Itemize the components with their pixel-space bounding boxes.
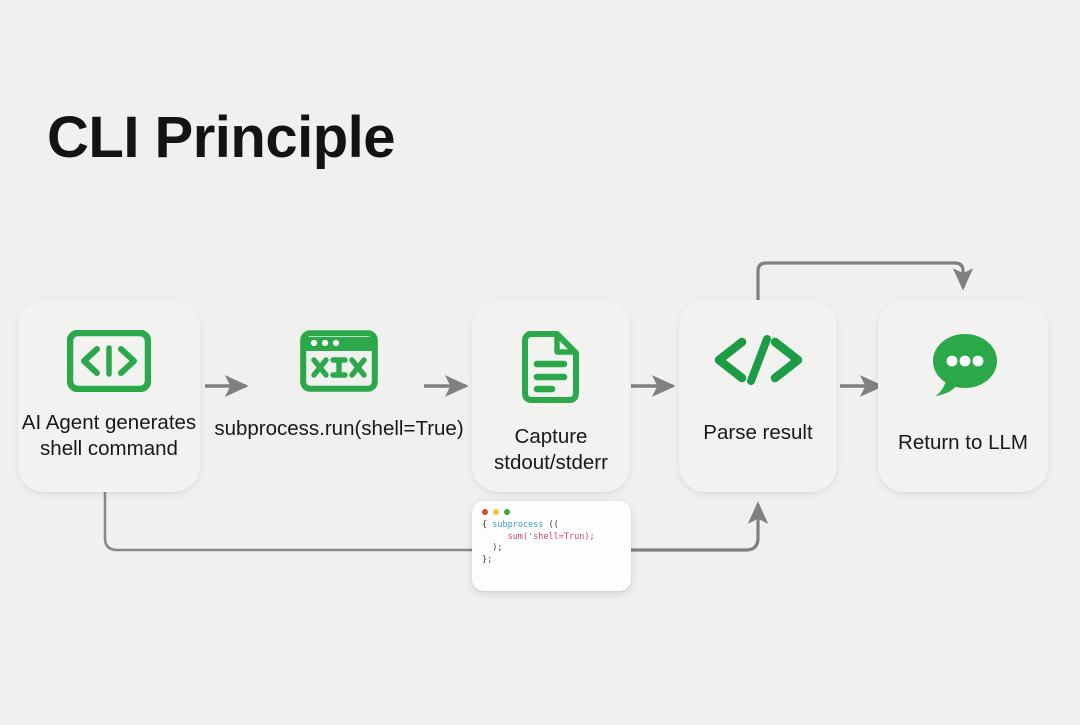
code-token: ('shell=Trun); [522, 531, 595, 542]
window-dot-green [504, 509, 510, 515]
code-brackets-icon [709, 330, 807, 390]
window-dot-yellow [493, 509, 499, 515]
code-line: sum('shell=Trun); [482, 532, 621, 544]
code-line: }; [482, 555, 621, 567]
code-line: { subprocess (( [482, 520, 621, 532]
code-token: sum [507, 531, 523, 542]
node-capture-output[interactable]: Capture stdout/stderr [472, 300, 630, 492]
code-token: { [482, 520, 493, 530]
code-snippet-card[interactable]: { subprocess (( sum('shell=Trun); );}; [472, 501, 631, 591]
code-block-icon [67, 330, 151, 392]
node-label-subprocess-run: subprocess.run(shell=True) [214, 417, 464, 440]
code-token: (( [543, 520, 559, 530]
window-traffic-lights [482, 509, 621, 515]
code-token: ); [482, 543, 503, 554]
node-label-parse-result: Parse result [703, 421, 813, 444]
node-label-capture-output: Capture stdout/stderr [494, 425, 608, 474]
node-ai-agent[interactable]: AI Agent generates shell command [18, 300, 200, 492]
node-label-ai-agent: AI Agent generates shell command [21, 411, 197, 460]
connector-agent-to-code-snippet [103, 492, 472, 552]
node-label-return-to-llm: Return to LLM [898, 431, 1028, 454]
connector-code-snippet-to-parse [631, 501, 769, 552]
node-parse-result[interactable]: Parse result [679, 300, 837, 492]
document-icon [519, 330, 583, 404]
page-title: CLI Principle [47, 105, 396, 170]
terminal-window-icon [300, 330, 378, 392]
window-dot-red [482, 509, 488, 515]
code-token [482, 532, 508, 542]
chat-bubble-icon [923, 330, 1003, 400]
code-token: subprocess [492, 520, 544, 530]
connector-parse-loop-to-return [756, 261, 974, 300]
node-subprocess-run[interactable]: subprocess.run(shell=True) [205, 300, 473, 492]
code-token: }; [482, 555, 493, 566]
code-snippet-text: { subprocess (( sum('shell=Trun); );}; [482, 520, 621, 567]
node-return-to-llm[interactable]: Return to LLM [878, 300, 1048, 492]
code-line: ); [482, 543, 621, 555]
